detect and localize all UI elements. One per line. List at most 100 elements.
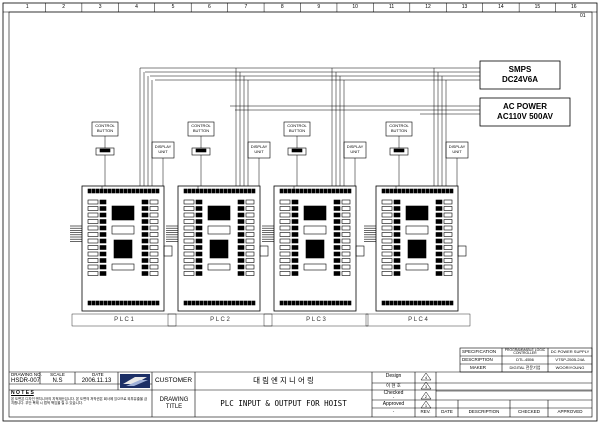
spec-value-maker: DIGITAL 전문기업	[509, 365, 541, 370]
drawing-title-label: DRAWING TITLE	[159, 397, 189, 411]
spec-label-description: DESCRIPTION	[462, 357, 493, 362]
spec-right-description: VTSP-2505-24A	[555, 357, 585, 362]
plc-board	[166, 185, 273, 327]
revision-header: CHECKED	[517, 409, 540, 414]
grid-col-label: 7	[244, 4, 248, 10]
control-button-label: BUTTON	[288, 128, 306, 133]
control-button-box	[91, 121, 119, 137]
control-button-label: CONTROL	[287, 123, 307, 128]
date-value: 2006.11.13	[81, 378, 112, 384]
control-button-box	[283, 121, 311, 137]
revision-triangle	[420, 400, 432, 409]
approved-label: Approved	[382, 401, 405, 407]
plc-label: P L C 3	[306, 317, 326, 323]
grid-col-label: 15	[534, 4, 541, 10]
scale-value: N.S	[52, 378, 63, 384]
scale-label: SCALE	[50, 372, 65, 377]
checked-value: -	[392, 395, 395, 400]
control-button-label: BUTTON	[96, 128, 114, 133]
grid-col-label: 16	[571, 4, 577, 10]
grid-col-label: 2	[62, 4, 66, 10]
company-logo	[120, 374, 150, 388]
control-button-box	[385, 121, 413, 137]
display-unit-box	[445, 141, 469, 159]
sheet-ref: 01	[580, 13, 586, 19]
revision-triangle	[420, 381, 432, 390]
customer-value: 대 림 엔 지 니 어 링	[253, 376, 314, 385]
notes-text: 본 도면은 디자인 엔지니어의 지적재산입니다. 본 도면의 저작권은 회사에 …	[11, 397, 148, 405]
drawing-no-label: DRAWING NO.	[11, 372, 42, 377]
checked-label: Checked	[383, 390, 404, 396]
display-unit-box	[247, 141, 271, 159]
control-button-label: CONTROL	[95, 123, 115, 128]
ac-power-label: AC POWER	[503, 102, 547, 111]
dc-module	[191, 147, 211, 156]
display-unit-box	[343, 141, 367, 159]
display-unit-label: UNIT	[452, 149, 462, 154]
spec-label-specification: SPECIFICATION	[462, 349, 497, 354]
customer-label: CUSTOMER	[154, 377, 193, 384]
control-button-label: CONTROL	[389, 123, 409, 128]
control-button-label: BUTTON	[390, 128, 408, 133]
grid-col-label: 4	[135, 4, 138, 10]
grid-col-label: 3	[98, 4, 102, 10]
drawing-no: HSDR-007	[11, 378, 41, 384]
grid-col-label: 1	[25, 4, 29, 10]
approved-value: -	[392, 409, 395, 414]
grid-col-label: 8	[280, 4, 284, 10]
display-unit-label: DISPLAY	[346, 144, 364, 149]
dc-module	[389, 147, 409, 156]
spec-label-maker: MAKER	[470, 365, 487, 370]
display-unit-label: DISPLAY	[154, 144, 172, 149]
revision-mark: 2	[424, 393, 428, 399]
revision-header: DATE	[441, 409, 453, 414]
display-unit-label: DISPLAY	[250, 144, 268, 149]
spec-value-specification: PROGRAMMABLE LOGIC CONTROLLER	[504, 348, 546, 356]
display-unit-box	[151, 141, 175, 159]
display-unit-label: UNIT	[158, 149, 168, 154]
control-button-label: BUTTON	[192, 128, 210, 133]
plc-board	[364, 185, 471, 327]
ac-power-rating: AC110V 500AV	[497, 112, 553, 121]
plc-label: P L C 2	[210, 317, 230, 323]
revision-mark: 3	[424, 383, 428, 389]
control-button-box	[187, 121, 215, 137]
grid-col-label: 5	[171, 4, 175, 10]
revision-header: DESCRIPTION	[468, 409, 500, 414]
design-value: 이 현 호	[386, 383, 401, 388]
grid-col-label: 13	[461, 4, 468, 10]
grid-col-label: 10	[352, 4, 358, 10]
plc-label: P L C 4	[408, 317, 428, 323]
drawing-title: PLC INPUT & OUTPUT FOR HOIST	[220, 399, 347, 408]
control-button-label: CONTROL	[191, 123, 211, 128]
display-unit-label: DISPLAY	[448, 144, 466, 149]
notes-title: N O T E S	[11, 390, 34, 396]
date-label: DATE	[92, 372, 104, 377]
dc-module	[95, 147, 115, 156]
grid-col-label: 14	[498, 4, 504, 10]
plc-board	[70, 185, 177, 327]
display-unit-label: UNIT	[254, 149, 264, 154]
revision-mark: 4	[424, 374, 428, 380]
spec-value-description: DTL-4556	[516, 357, 534, 362]
dc-module	[287, 147, 307, 156]
revision-triangle	[420, 372, 432, 381]
spec-right-maker: WOORIYOUNG	[555, 365, 585, 370]
revision-header: APPROVED	[557, 409, 583, 414]
grid-col-label: 6	[208, 4, 211, 10]
smps-rating: DC24V6A	[501, 75, 538, 84]
smps-label: SMPS	[508, 65, 532, 74]
grid-col-label: 11	[388, 4, 395, 10]
design-label: Design	[385, 373, 402, 379]
revision-mark: 1	[424, 402, 428, 408]
plc-board	[262, 185, 369, 327]
plc-label: P L C 1	[114, 317, 134, 323]
revision-triangle	[420, 391, 432, 400]
revision-header: REV.	[420, 409, 431, 414]
grid-col-label: 12	[425, 4, 431, 10]
display-unit-label: UNIT	[350, 149, 360, 154]
grid-col-label: 9	[317, 4, 321, 10]
spec-right-specification: DC POWER SUPPLY	[550, 349, 590, 354]
